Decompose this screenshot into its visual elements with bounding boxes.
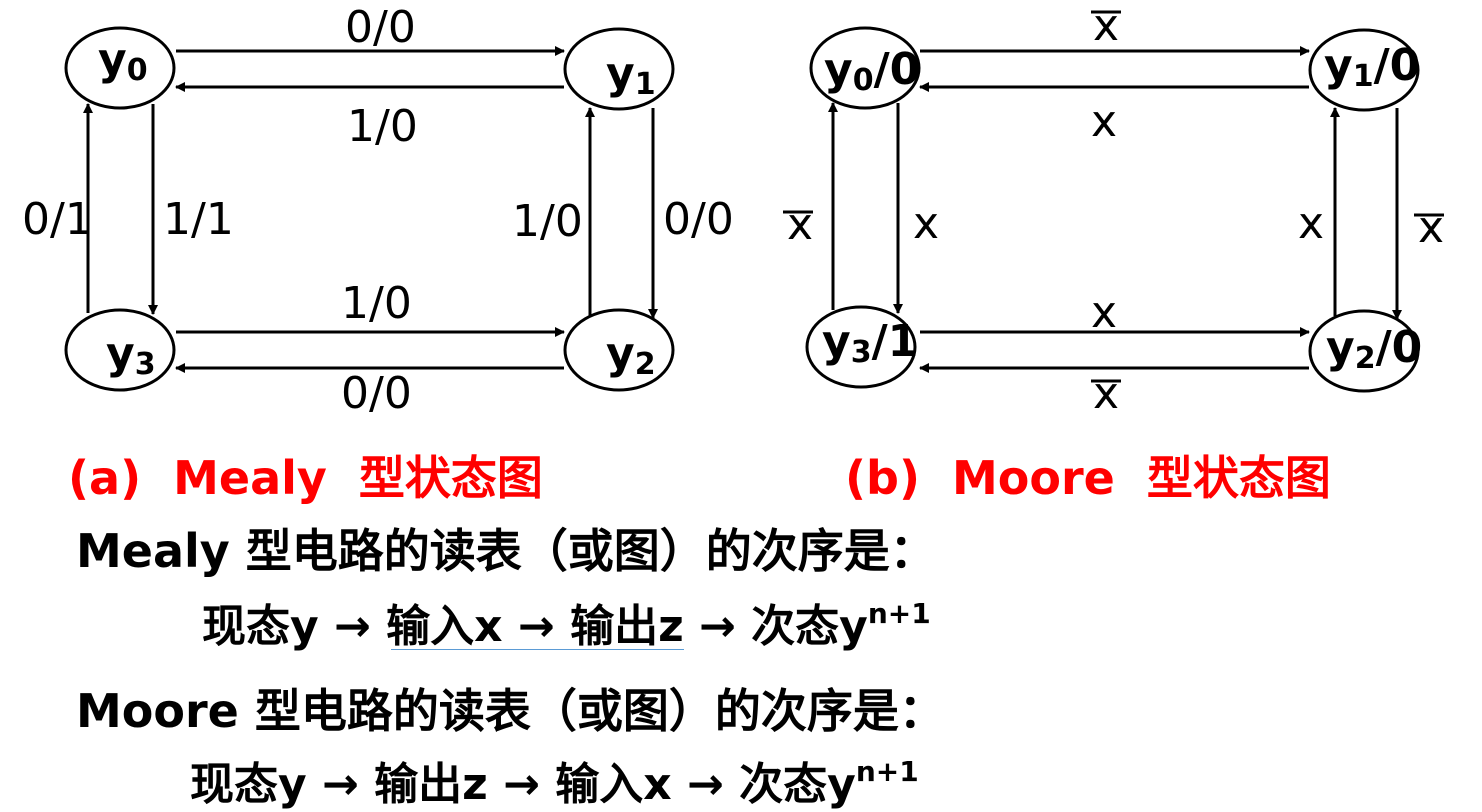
mealy-label-y1-y2: 0/0 <box>663 194 734 245</box>
mealy-label-y0-y3: 1/1 <box>163 194 234 245</box>
moore-state-y0: y0/0 <box>809 26 921 110</box>
moore-state-y1: y1/0 <box>1308 28 1420 112</box>
svg-text:x: x <box>1418 202 1444 253</box>
moore-label-y3-y0: x <box>783 199 813 250</box>
moore-sequence: 现态y → 输出z → 输入x → 次态yn+1 <box>190 755 919 810</box>
svg-text:y0: y0 <box>98 34 148 88</box>
mealy-state-y0: y0 <box>64 26 176 110</box>
mealy-diagram: y0 y1 y2 y3 0/0 1/0 0/0 1/0 1/0 0/0 1/1 … <box>22 2 734 419</box>
moore-label-y2-y3: x <box>1091 368 1121 419</box>
moore-label-y3-y2: x <box>1091 287 1117 338</box>
moore-label-y1-y2: x <box>1414 202 1444 253</box>
moore-diagram: y0/0 y1/0 y2/0 y3/1 x x x <box>783 0 1444 419</box>
state-diagrams: y0 y1 y2 y3 0/0 1/0 0/0 1/0 1/0 0/0 1/1 … <box>22 0 1444 419</box>
mealy-label-y1-y0: 1/0 <box>347 101 418 152</box>
mealy-label-y2-y1: 1/0 <box>512 196 583 247</box>
svg-text:y1: y1 <box>606 48 656 102</box>
svg-text:x: x <box>787 199 813 250</box>
svg-text:x: x <box>1093 0 1119 51</box>
moore-label-y0-y3: x <box>913 198 939 249</box>
moore-heading: Moore 型电路的读表（或图）的次序是： <box>76 684 945 738</box>
mealy-label-y3-y2: 1/0 <box>341 278 412 329</box>
svg-text:y2: y2 <box>606 328 656 382</box>
mealy-state-y1: y1 <box>563 27 675 111</box>
mealy-sequence: 现态y → 输入x → 输出z → 次态yn+1 <box>202 597 931 652</box>
mealy-state-y2: y2 <box>563 308 675 392</box>
moore-label-y1-y0: x <box>1091 96 1117 147</box>
mealy-label-y2-y3: 0/0 <box>341 368 412 419</box>
svg-text:y3/1: y3/1 <box>822 316 918 370</box>
svg-text:x: x <box>1093 368 1119 419</box>
mealy-label-y3-y0: 0/1 <box>22 194 93 245</box>
moore-label-y0-y1: x <box>1091 0 1121 51</box>
svg-text:y0/0: y0/0 <box>824 44 920 98</box>
mealy-caption: (a) Mealy 型状态图 <box>68 451 543 505</box>
mealy-label-y0-y1: 0/0 <box>345 2 416 53</box>
svg-text:y1/0: y1/0 <box>1324 40 1420 94</box>
mealy-state-y3: y3 <box>64 308 176 392</box>
mealy-sequence-underline <box>391 649 684 650</box>
moore-state-y2: y2/0 <box>1308 309 1422 393</box>
moore-state-y3: y3/1 <box>805 305 918 389</box>
svg-text:y2/0: y2/0 <box>1326 322 1422 376</box>
mealy-heading: Mealy 型电路的读表（或图）的次序是： <box>76 524 936 578</box>
moore-caption: (b) Moore 型状态图 <box>845 451 1331 505</box>
svg-text:y3: y3 <box>106 328 156 382</box>
moore-label-y2-y1: x <box>1298 198 1324 249</box>
